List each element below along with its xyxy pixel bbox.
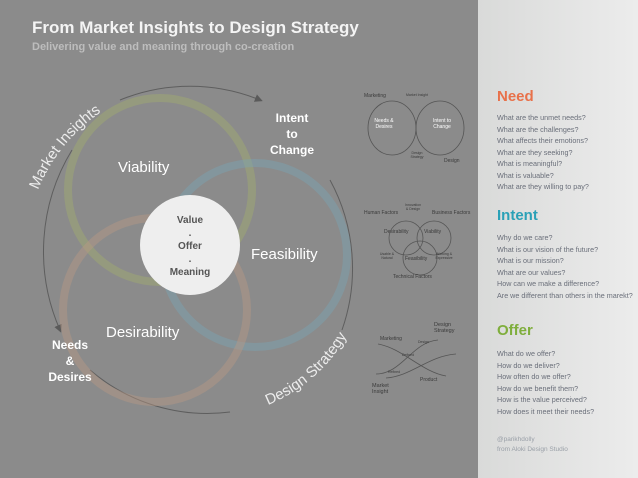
mini2-technical: Technical Factors — [393, 274, 432, 280]
need-question: What affects their emotions? — [497, 136, 588, 145]
intent-title: Intent — [497, 207, 538, 224]
mini3-marketing: Marketing — [380, 336, 402, 342]
mini3-product: Product — [420, 377, 438, 383]
offer-question: How often do we offer? — [497, 372, 571, 381]
offer-question: How is the value perceived? — [497, 395, 587, 404]
intent-question: Why do we care? — [497, 233, 553, 242]
intent-to-change-label: Intent to Change — [269, 111, 314, 157]
mini3-design: Design — [418, 340, 429, 344]
mini2-human: Human Factors — [364, 210, 399, 216]
need-question: What is valuable? — [497, 170, 554, 180]
page-title: From Market Insights to Design Strategy — [32, 18, 359, 37]
intent-question: What is our mission? — [497, 256, 564, 265]
need-question: What are they willing to pay? — [497, 182, 589, 191]
mini1-intent: Intent to Change — [432, 118, 452, 130]
intent-question: What is our vision of the future? — [497, 244, 599, 254]
credit-studio: from Aloki Design Studio — [497, 446, 568, 453]
cycle-arc-left — [43, 149, 73, 333]
offer-question: How do we benefit them? — [497, 383, 579, 393]
need-title: Need — [497, 88, 534, 105]
need-question: What are the unmet needs? — [497, 113, 586, 122]
mini2-usable: Usable & Natural — [379, 252, 395, 260]
mini2-desirability: Desirability — [384, 229, 409, 235]
offer-question: How does it meet their needs? — [497, 406, 595, 416]
need-question: What is meaningful? — [497, 159, 563, 168]
intent-question: How can we make a difference? — [497, 279, 600, 288]
intent-question: Are we different than others in the mare… — [497, 290, 633, 300]
main-diagram: Market Insights Design Strategy — [26, 85, 353, 414]
feasibility-label: Feasibility — [251, 246, 318, 263]
mini2-business: Business Factors — [432, 210, 471, 216]
center-circle — [140, 195, 240, 295]
need-question: What are they seeking? — [497, 147, 573, 157]
credit-handle[interactable]: @parikhdolly — [497, 436, 535, 443]
desirability-label: Desirability — [106, 324, 180, 341]
mini1-design-strategy: Design Strategy — [410, 151, 424, 159]
mini3-defined: Defined — [402, 353, 415, 357]
mini2-innovation: Innovation & Design — [404, 203, 422, 211]
mini3-design-strategy: Design Strategy — [434, 322, 455, 334]
need-question: What are the challenges? — [497, 124, 579, 134]
mini-diagram-flow — [375, 339, 457, 379]
mini-diagram-cycle — [367, 100, 465, 156]
mini1-needs: Needs & Desires — [374, 118, 394, 130]
mini-diagram-venn — [388, 220, 452, 276]
cycle-arc-top — [119, 85, 263, 102]
offer-title: Offer — [497, 322, 533, 339]
mini3-refined: Refined — [388, 370, 401, 374]
offer-question: How do we deliver? — [497, 360, 560, 370]
mini1-market-insight: Market Insight — [406, 93, 428, 97]
viability-label: Viability — [118, 159, 170, 176]
mini2-working: Working & Expressive — [435, 252, 453, 260]
cycle-arc-bottom — [89, 369, 231, 414]
mini2-feasibility: Feasibility — [405, 256, 428, 262]
mini2-viability: Viability — [424, 229, 442, 235]
page-subtitle: Delivering value and meaning through co-… — [32, 41, 295, 53]
questions-panel — [478, 0, 638, 478]
mini3-market-insight: Market Insight — [372, 383, 389, 395]
intent-question: What are our values? — [497, 267, 566, 277]
cycle-arc-right — [329, 179, 353, 331]
mini1-design: Design — [444, 158, 460, 164]
needs-desires-label: Needs & Desires — [48, 338, 92, 384]
offer-question: What do we offer? — [497, 349, 556, 358]
mini1-marketing: Marketing — [364, 93, 386, 99]
center-value-label: Value . Offer . Meaning — [169, 215, 211, 278]
